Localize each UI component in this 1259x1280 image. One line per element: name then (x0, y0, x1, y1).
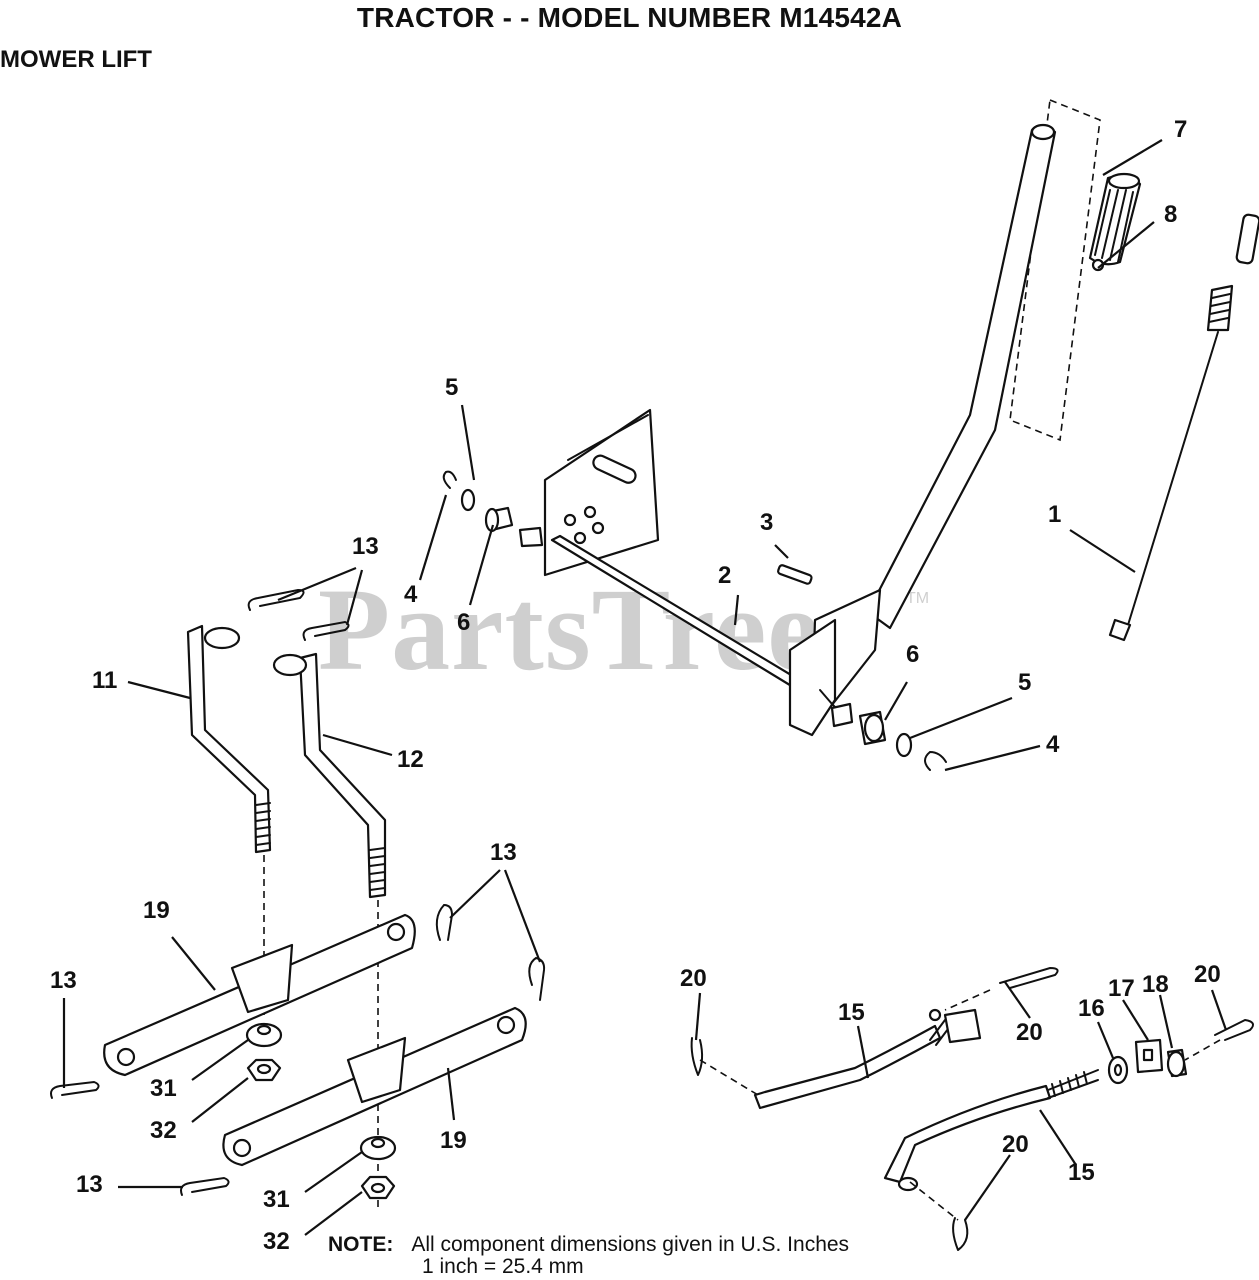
trunnion-hardware (1107, 1038, 1188, 1085)
callout-4-left: 4 (404, 581, 418, 608)
washer-nut-set-upper (245, 1022, 283, 1082)
lift-arm-upper (103, 913, 416, 1077)
callout-32-upper: 32 (150, 1117, 177, 1144)
hairpin-clips (50, 588, 546, 1196)
callout-32-lower: 32 (263, 1228, 290, 1255)
adjustment-rod-lower (883, 1069, 1099, 1192)
watermark: PartsTree (318, 564, 821, 695)
callout-20-left: 20 (680, 965, 707, 992)
callout-15-upper: 15 (838, 999, 865, 1026)
lift-rod (1108, 213, 1259, 642)
callout-13-left: 13 (50, 967, 77, 994)
callout-15-lower: 15 (1068, 1159, 1095, 1186)
callout-13-mid: 13 (490, 839, 517, 866)
callout-16: 16 (1078, 995, 1105, 1022)
section-title: MOWER LIFT (0, 46, 152, 73)
trademark-symbol: TM (906, 590, 930, 607)
callout-2: 2 (718, 562, 731, 589)
callout-31-lower: 31 (263, 1186, 290, 1213)
dashed-guides (699, 989, 1221, 1221)
note-line-1: All component dimensions given in U.S. I… (411, 1233, 850, 1256)
callout-6-left: 6 (457, 609, 470, 636)
callout-20-mid: 20 (1016, 1019, 1043, 1046)
note-label: NOTE: (328, 1233, 394, 1256)
note-line-2: 1 inch = 25.4 mm (422, 1255, 584, 1278)
bracket-plate (543, 408, 660, 577)
left-hardware (442, 470, 544, 548)
callout-19-lower: 19 (440, 1127, 467, 1154)
callout-4-right: 4 (1046, 731, 1060, 758)
lift-handle (810, 98, 1101, 717)
leader-lines (62, 139, 1228, 1236)
callout-20-right: 20 (1194, 961, 1221, 988)
callout-19-upper: 19 (143, 897, 170, 924)
adjustment-rod-upper (753, 1008, 982, 1110)
callout-13-bottom: 13 (76, 1171, 103, 1198)
callout-18: 18 (1142, 971, 1169, 998)
callout-17: 17 (1108, 975, 1135, 1002)
cotter-pins (690, 966, 1255, 1251)
callout-20-bottom: 20 (1002, 1131, 1029, 1158)
lift-link-left (186, 624, 272, 854)
callout-1: 1 (1048, 501, 1061, 528)
page-title: TRACTOR - - MODEL NUMBER M14542A (356, 2, 903, 33)
lift-link-right (272, 652, 387, 899)
callout-5-right: 5 (1018, 669, 1031, 696)
callout-12: 12 (397, 746, 424, 773)
callout-6-right: 6 (906, 641, 919, 668)
callout-7: 7 (1174, 116, 1187, 143)
callout-labels: 1 2 3 4 4 5 5 6 6 7 8 11 12 13 13 13 13 … (50, 116, 1221, 1255)
callout-13-top: 13 (352, 533, 379, 560)
callout-3: 3 (760, 509, 773, 536)
callout-8: 8 (1164, 201, 1177, 228)
pin (777, 564, 813, 585)
callout-11: 11 (92, 667, 117, 694)
callout-31-upper: 31 (150, 1075, 177, 1102)
right-hardware (830, 702, 947, 771)
dimension-note: NOTE: All component dimensions given in U… (328, 1234, 849, 1278)
cross-shaft (550, 534, 841, 737)
lift-arm-lower (222, 1006, 527, 1167)
handle-grip (1088, 172, 1142, 272)
washer-nut-set-lower (359, 1135, 397, 1200)
callout-5-left: 5 (445, 374, 458, 401)
